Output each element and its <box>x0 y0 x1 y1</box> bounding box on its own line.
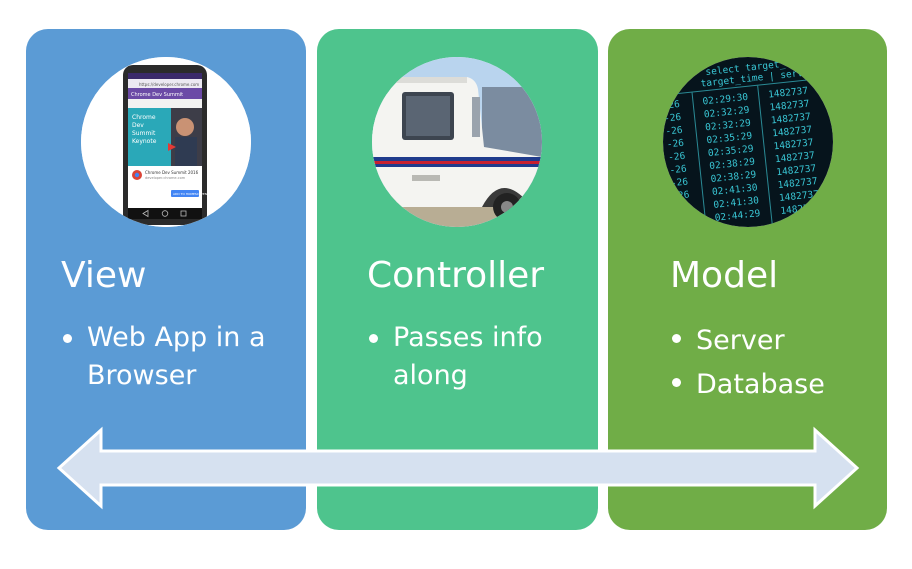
recents-icon <box>180 210 187 217</box>
phone-url-text: https://developer.chrome.com <box>139 82 199 87</box>
bullet-item: Server <box>670 319 880 363</box>
terminal-cell: 02:35:29 <box>707 143 754 159</box>
terminal-cell: -26 <box>670 176 688 189</box>
terminal-cell: 02:41:30 <box>712 182 759 198</box>
terminal-cell: 1482737 <box>769 98 810 113</box>
phone-notification-sub: developer.chrome.com <box>145 176 186 180</box>
phone-promo-line: Summit <box>132 130 156 137</box>
back-icon <box>142 209 149 218</box>
view-bullets: Web App in a Browser <box>61 319 301 395</box>
terminal-cell: -26 <box>666 138 684 151</box>
terminal-cell: 02:29:30 <box>702 92 749 108</box>
terminal-cell: 1482737 <box>773 137 814 152</box>
terminal-cell: -26 <box>669 164 687 177</box>
bullet-item: Database <box>670 363 880 407</box>
model-title: Model <box>670 255 779 296</box>
controller-panel: Controller Passes info along <box>317 29 598 530</box>
model-bullets: Server Database <box>670 319 880 407</box>
terminal-cell: 02:35:29 <box>706 131 753 147</box>
terminal-cell: 02:38:29 <box>710 169 757 185</box>
view-panel: https://developer.chrome.com Chrome Dev … <box>26 29 306 530</box>
terminal-cell: 1482737 <box>779 189 820 204</box>
phone-promo-line: Chrome <box>132 114 156 121</box>
terminal-cell: 02:32:29 <box>705 118 752 134</box>
bullet-item: Passes info along <box>367 319 595 395</box>
terminal-cell: -26 <box>668 151 686 164</box>
terminal-cell: 1482737 <box>770 111 811 126</box>
phone-image: https://developer.chrome.com Chrome Dev … <box>81 57 251 227</box>
bullet-item: Web App in a Browser <box>61 319 301 395</box>
terminal-cell: 02:38:29 <box>709 156 756 172</box>
home-icon <box>161 210 169 217</box>
phone-action-button: ADD TO HOMESCREEN <box>173 192 207 196</box>
terminal-cell: 1482737 <box>772 124 813 139</box>
terminal-cell: 1482737 <box>777 176 818 191</box>
controller-title: Controller <box>367 255 545 296</box>
play-icon <box>168 143 176 151</box>
phone-promo-line: Keynote <box>132 138 157 145</box>
phone-notification-title: Chrome Dev Summit 2016 <box>145 170 199 175</box>
view-title: View <box>61 255 147 296</box>
mail-truck-image <box>372 57 542 227</box>
terminal-cell: -26 <box>664 112 682 125</box>
terminal-cell: 1482737 <box>776 163 817 178</box>
terminal-cell: -26 <box>665 125 683 138</box>
controller-bullets: Passes info along <box>367 319 595 395</box>
terminal-cell: 1482737 <box>774 150 815 165</box>
double-arrow-icon <box>56 426 860 510</box>
terminal-cell: 02:44:29 <box>714 208 761 224</box>
terminal-cell: 02:41:30 <box>713 195 760 211</box>
phone-promo-line: Dev <box>132 122 144 129</box>
terminal-cell: 1482737 <box>768 85 809 100</box>
phone-page-header: Chrome Dev Summit <box>131 92 183 98</box>
terminal-cell: 02:32:29 <box>703 105 750 121</box>
model-panel: select target_date target_time | server … <box>608 29 887 530</box>
